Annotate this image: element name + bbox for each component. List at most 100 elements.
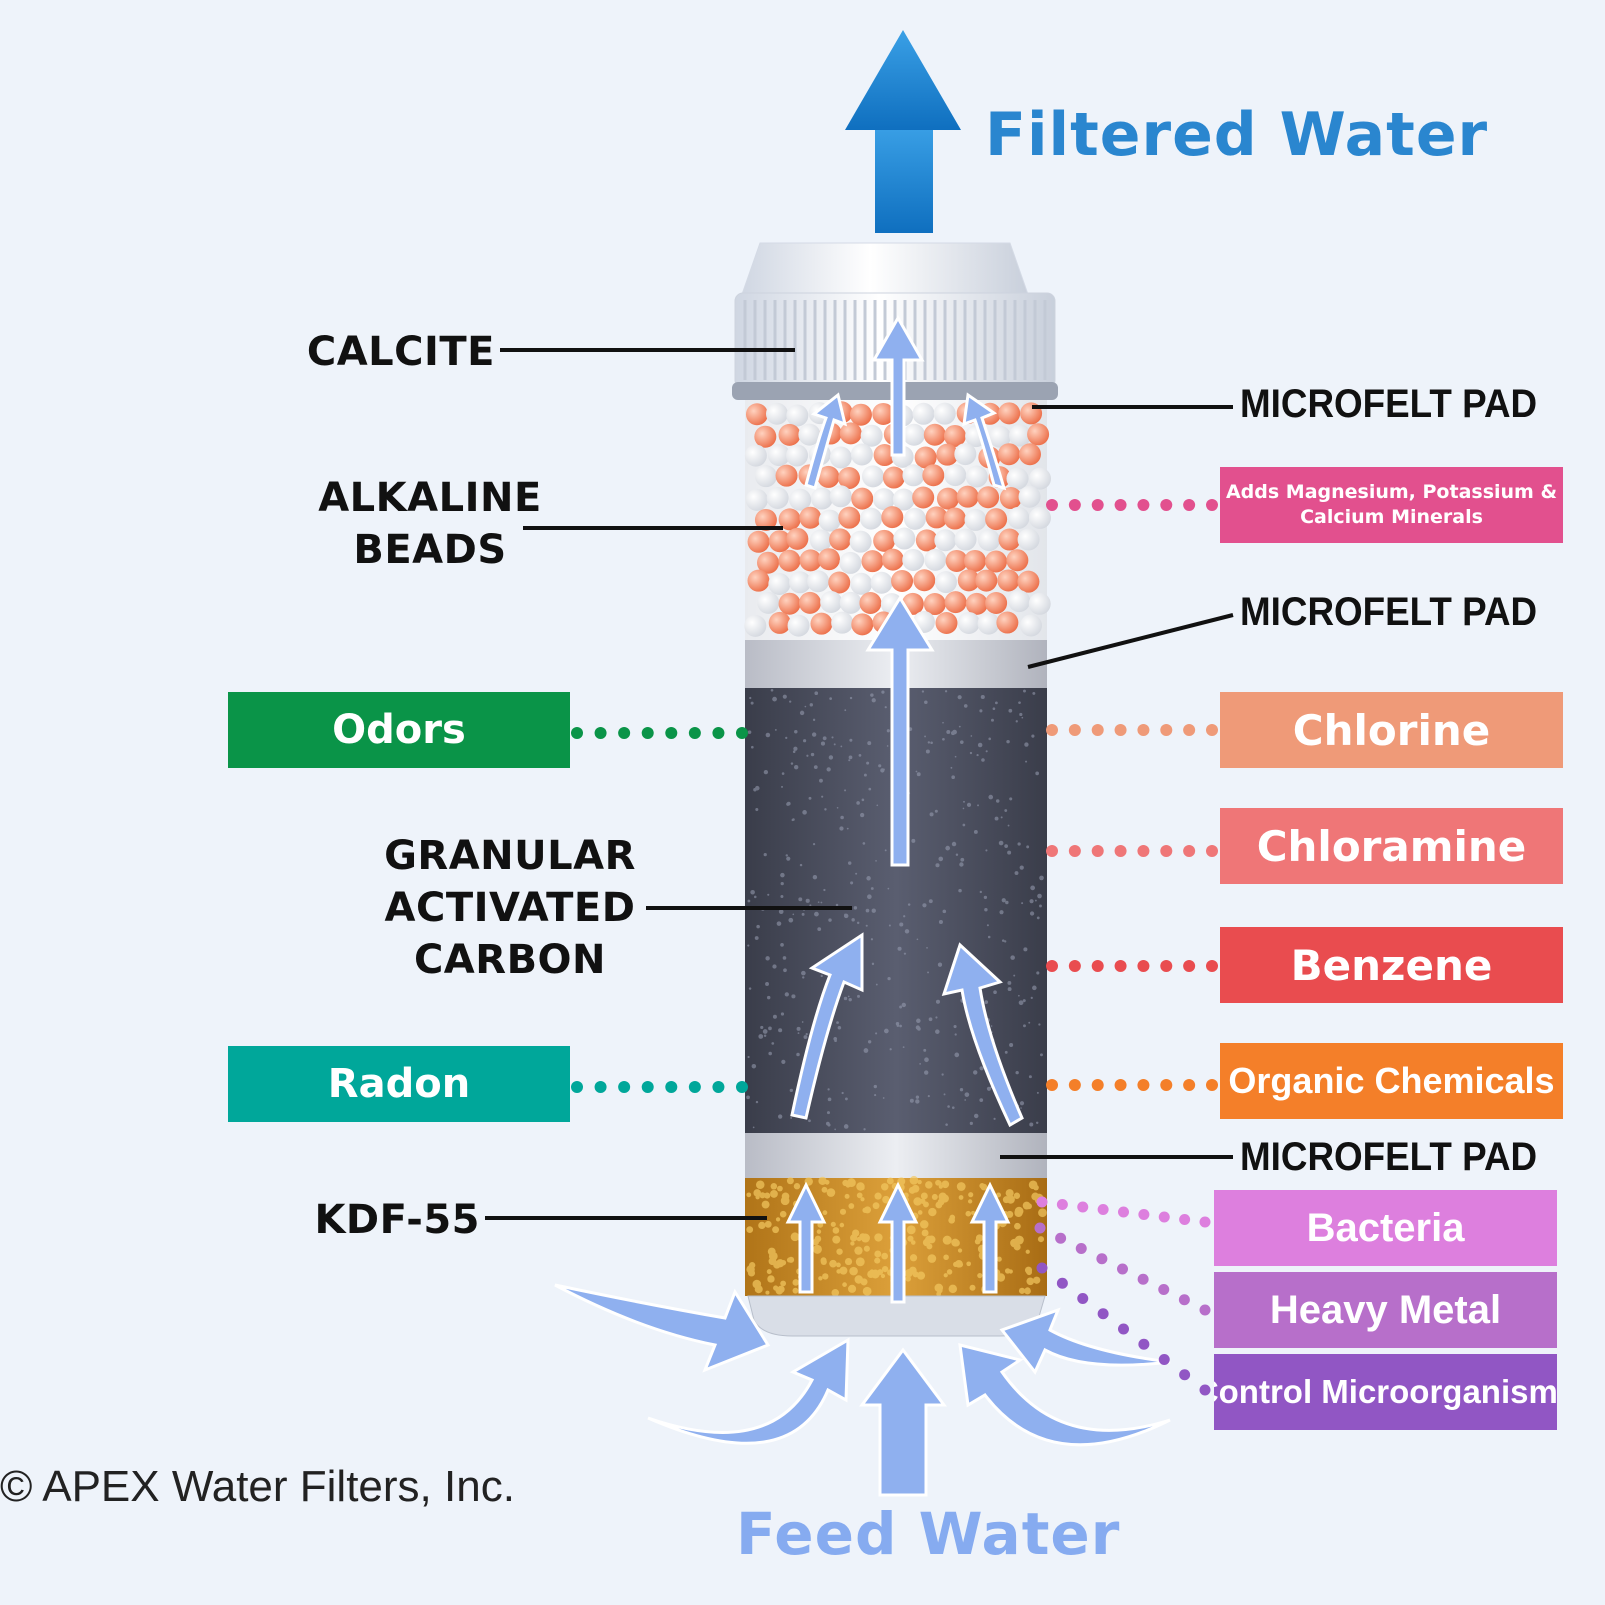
carbon-speck (901, 1002, 906, 1008)
bead (778, 423, 801, 446)
gac-label-line2: ACTIVATED (384, 885, 636, 931)
kdf-speck (746, 1265, 755, 1274)
bead (998, 402, 1021, 425)
carbon-speck (957, 695, 962, 700)
carbon-speck (861, 798, 865, 802)
carbon-speck (848, 755, 853, 760)
connector-dot (1046, 1079, 1058, 1091)
carbon-speck (785, 736, 788, 740)
bead (778, 508, 801, 531)
carbon-speck (811, 732, 817, 737)
carbon-speck (887, 887, 890, 890)
carbon-speck (928, 899, 933, 904)
carbon-speck (786, 802, 790, 806)
kdf-speck (792, 1287, 799, 1294)
bead (1018, 443, 1041, 466)
carbon-speck (1019, 865, 1024, 870)
connector-dot (736, 727, 748, 739)
minerals-connector (1046, 499, 1218, 511)
carbon-speck (951, 1106, 955, 1109)
carbon-speck (751, 1063, 757, 1069)
connector-dot (1178, 1294, 1190, 1306)
carbon-speck (922, 903, 927, 908)
carbon-speck (789, 1088, 793, 1093)
carbon-speck (750, 701, 754, 705)
carbon-speck (750, 889, 755, 895)
carbon-speck (1029, 911, 1035, 916)
carbon-speck (789, 700, 792, 703)
carbon-speck (946, 729, 951, 734)
bead (860, 424, 883, 447)
carbon-speck (781, 772, 785, 775)
connector-dot (1199, 1216, 1211, 1228)
bead (882, 466, 905, 489)
kdf-speck (765, 1290, 770, 1295)
kdf-speck (1014, 1222, 1021, 1230)
kdf-speck (839, 1208, 847, 1215)
carbon-speck (980, 694, 985, 700)
carbon-speck (923, 1048, 927, 1052)
bead (768, 611, 791, 634)
carbon-speck (799, 710, 805, 716)
kdf-speck (773, 1285, 779, 1291)
carbon-speck (915, 1025, 920, 1030)
kdf-speck (917, 1210, 923, 1215)
bead (789, 488, 812, 511)
carbon-speck (827, 1097, 832, 1102)
carbon-speck (875, 983, 878, 986)
carbon-speck (826, 1111, 830, 1115)
carbon-speck (951, 775, 955, 780)
carbon-speck (772, 1014, 777, 1019)
kdf-speck (909, 1175, 919, 1185)
carbon-speck (806, 754, 809, 757)
carbon-speck (1020, 1107, 1022, 1109)
kdf-speck (848, 1284, 857, 1293)
carbon-speck (886, 745, 889, 747)
bead (925, 506, 948, 529)
carbon-speck (950, 766, 953, 769)
connector-dot (1036, 1262, 1048, 1274)
carbon-speck (907, 903, 911, 906)
connector-dot (688, 1081, 701, 1093)
gac-label-line3: CARBON (413, 937, 607, 983)
carbon-speck (1004, 809, 1008, 812)
carbon-speck (763, 1034, 767, 1038)
kdf-speck (842, 1179, 849, 1187)
carbon-speck (1035, 1121, 1039, 1125)
carbon-speck (963, 704, 968, 708)
carbon-speck (834, 1128, 836, 1131)
bead (757, 551, 780, 574)
kdf-speck (818, 1176, 827, 1186)
bead (1007, 506, 1030, 529)
bead (873, 444, 896, 467)
connector-dot (641, 1081, 654, 1093)
carbon-speck (1039, 875, 1044, 881)
kdf-speck (971, 1210, 976, 1215)
carbon-speck (903, 915, 906, 918)
bead (775, 464, 798, 487)
carbon-speck (805, 898, 810, 903)
carbon-speck (865, 924, 868, 927)
carbon-speck (860, 812, 865, 818)
bead (997, 569, 1020, 592)
kdf-speck (910, 1240, 916, 1245)
connector-dot (1206, 724, 1218, 736)
carbon-speck (870, 938, 874, 941)
carbon-speck (1021, 902, 1024, 905)
carbon-speck (942, 909, 947, 914)
carbon-speck (848, 997, 852, 1002)
kdf-speck (854, 1275, 863, 1284)
carbon-speck (1005, 900, 1009, 905)
bead (943, 424, 966, 447)
carbon-speck (823, 888, 826, 892)
carbon-speck (825, 1121, 830, 1126)
carbon-speck (863, 1128, 866, 1131)
carbon-speck (840, 815, 844, 820)
leader-lines (485, 348, 1234, 1220)
carbon-speck (808, 1119, 811, 1123)
carbon-speck (927, 741, 931, 744)
carbon-speck (888, 924, 891, 927)
carbon-speck (796, 1026, 801, 1031)
heavy-metal-box: Heavy Metal (1214, 1272, 1557, 1348)
carbon-speck (844, 789, 847, 792)
